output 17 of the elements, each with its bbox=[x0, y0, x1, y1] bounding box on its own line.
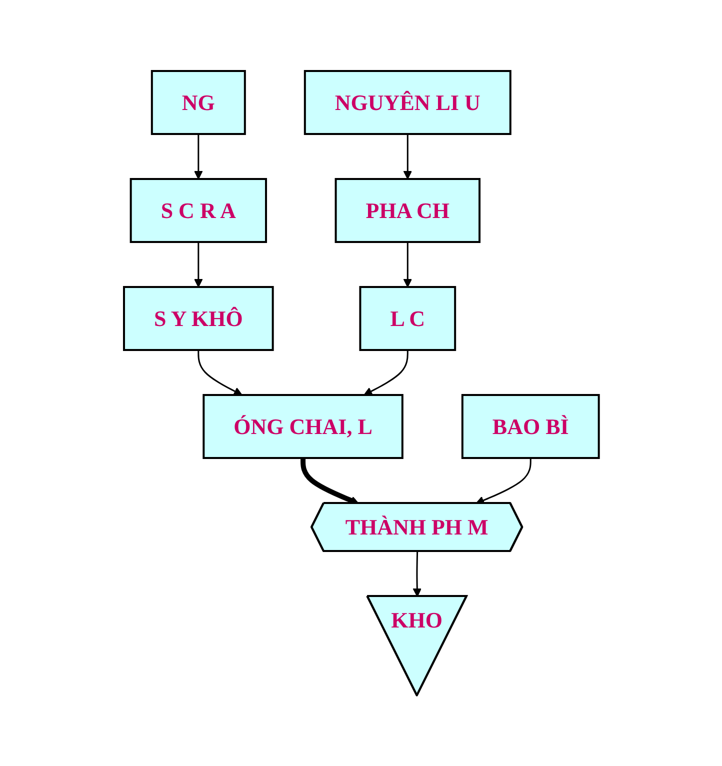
arrow bbox=[300, 458, 359, 504]
node-box: S Y KHÔ bbox=[122, 286, 274, 351]
arrow bbox=[402, 242, 412, 288]
arrow bbox=[194, 242, 202, 288]
node-box: NG bbox=[150, 70, 246, 135]
arrow bbox=[412, 551, 422, 597]
arrow bbox=[194, 134, 202, 180]
node-box: S C R A bbox=[129, 178, 267, 243]
node-box: NGUYÊN LI U bbox=[304, 70, 511, 135]
arrow bbox=[475, 458, 531, 504]
node-box: PHA CH bbox=[334, 178, 480, 243]
arrow bbox=[402, 134, 412, 180]
arrow bbox=[197, 350, 242, 396]
arrow bbox=[363, 350, 408, 396]
node-box: ÓNG CHAI, L bbox=[202, 394, 403, 459]
node-box: L C bbox=[358, 286, 456, 351]
node-box: BAO BÌ bbox=[460, 394, 600, 459]
